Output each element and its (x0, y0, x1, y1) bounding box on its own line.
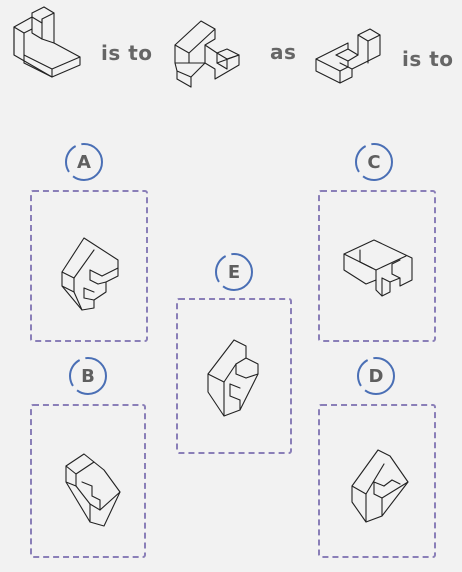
option-d-label: D (368, 365, 384, 387)
option-e-figure (207, 339, 259, 417)
option-e-label: E (227, 261, 241, 283)
option-d-frame[interactable] (318, 404, 436, 558)
option-c-label: C (367, 151, 381, 173)
question-figure-3 (314, 25, 388, 85)
option-a-label: A (77, 151, 91, 173)
question-text-as: as (270, 40, 297, 64)
option-e-badge[interactable]: E (214, 252, 254, 292)
option-b-frame[interactable] (30, 404, 146, 558)
question-text-is-to-1: is to (101, 41, 153, 65)
option-c-badge[interactable]: C (354, 142, 394, 182)
option-c-figure (343, 239, 413, 297)
option-a-frame[interactable] (30, 190, 148, 342)
question-figure-2 (165, 15, 245, 90)
option-d-figure (351, 449, 409, 523)
option-b-label: B (81, 365, 95, 387)
option-d-badge[interactable]: D (356, 356, 396, 396)
question-text-is-to-2: is to (402, 47, 454, 71)
option-c-frame[interactable] (318, 190, 436, 342)
option-b-figure (65, 453, 121, 527)
option-a-figure (61, 237, 119, 311)
option-b-badge[interactable]: B (68, 356, 108, 396)
option-e-frame[interactable] (176, 298, 292, 454)
option-a-badge[interactable]: A (64, 142, 104, 182)
question-figure-1 (10, 5, 85, 78)
